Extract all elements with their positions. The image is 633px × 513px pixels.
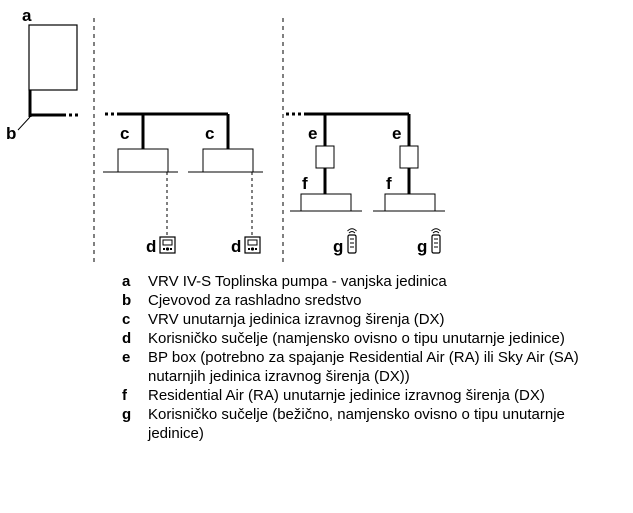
legend-text: BP box (potrebno za spajanje Residential… [148,349,579,385]
legend-letter: b [122,292,132,309]
legend-letter: a [122,273,131,290]
legend-letter: e [122,349,131,366]
legend-item: f Residential Air (RA) unutarnje jedinice… [118,386,623,405]
legend-item: g Korisničko sučelje (bežično, namjensko … [118,405,623,443]
vrv-indoor-unit [103,148,178,173]
label-c: c [120,124,129,143]
legend-item: c VRV unutarnja jedinica izravnog širenja… [118,310,623,329]
legend-item: a VRV IV-S Toplinska pumpa - vanjska jedi… [118,272,623,291]
legend-text: Korisničko sučelje (namjensko ovisno o t… [148,330,565,347]
refrigerant-piping [17,90,80,131]
label-g: g [333,237,343,256]
label-e: e [308,124,317,143]
bp-box [399,145,419,169]
label-d: d [146,237,156,256]
legend: a VRV IV-S Toplinska pumpa - vanjska jedi… [118,272,623,443]
vrv-indoor-unit [188,148,263,173]
outdoor-unit [28,24,78,91]
legend-text: VRV IV-S Toplinska pumpa - vanjska jedin… [148,273,447,290]
ra-indoor-unit [290,193,362,212]
label-b: b [6,124,16,143]
label-f: f [386,174,392,193]
system-diagram: a b c c d [6,6,445,262]
wired-remote-controller-icon [244,236,261,254]
legend-text: Residential Air (RA) unutarnje jedinice … [148,387,545,404]
refrigerant-piping [105,112,230,149]
legend-letter: c [122,311,131,328]
label-f: f [302,174,308,193]
ra-indoor-unit [373,193,445,212]
wireless-remote-controller-icon [347,228,357,254]
wired-remote-controller-icon [159,236,176,254]
legend-letter: g [122,406,132,423]
label-a: a [22,6,32,25]
legend-item: d Korisničko sučelje (namjensko ovisno o … [118,329,623,348]
label-c: c [205,124,214,143]
legend-item: b Cjevovod za rashladno sredstvo [118,291,623,310]
legend-text: Korisničko sučelje (bežično, namjensko o… [148,406,565,442]
label-g: g [417,237,427,256]
label-d: d [231,237,241,256]
legend-letter: f [122,387,127,404]
legend-item: e BP box (potrebno za spajanje Residentia… [118,348,623,386]
legend-text: VRV unutarnja jedinica izravnog širenja … [148,311,445,328]
bp-box [315,145,335,169]
legend-letter: d [122,330,132,347]
wireless-remote-controller-icon [431,228,441,254]
legend-text: Cjevovod za rashladno sredstvo [148,292,362,309]
label-e: e [392,124,401,143]
refrigerant-piping [286,112,411,146]
